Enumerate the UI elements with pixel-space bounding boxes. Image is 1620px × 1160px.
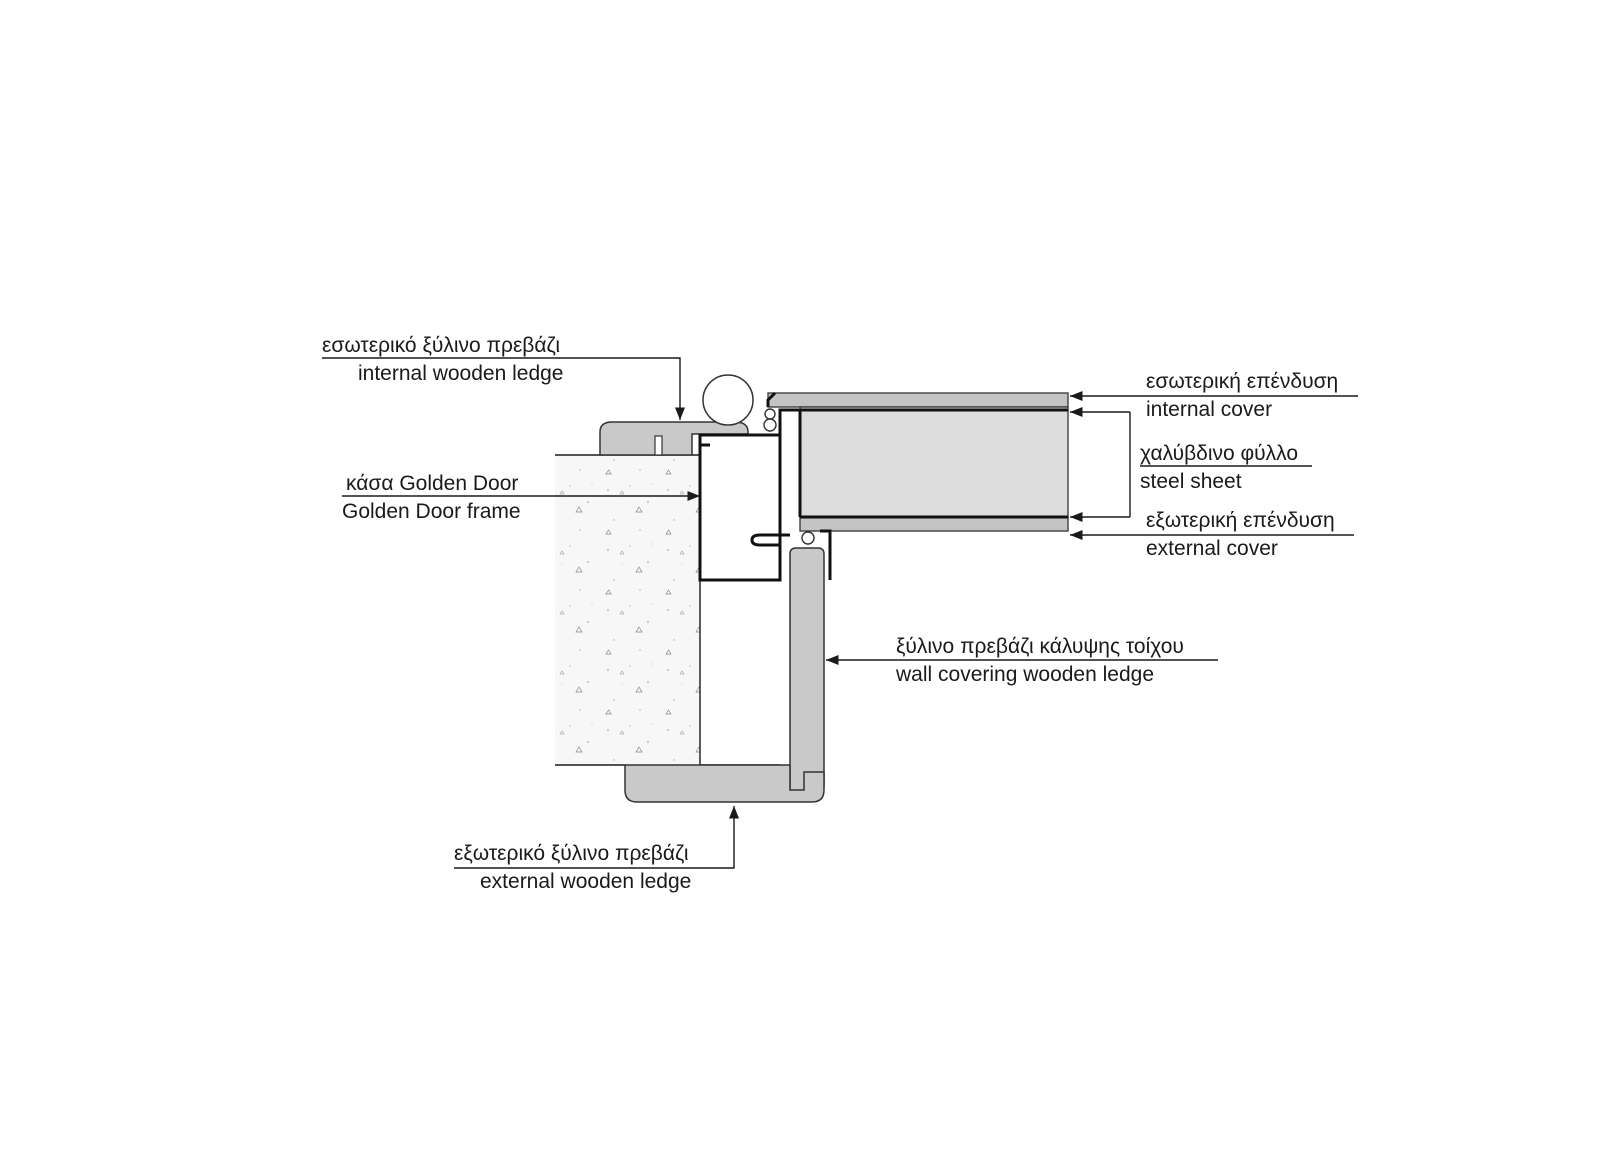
wall-covering-wooden-ledge <box>789 547 825 793</box>
internal-wooden-ledge <box>599 421 749 456</box>
door-leaf <box>766 391 1069 580</box>
internal-ledge-label-gr: εσωτερικό ξύλινο πρεβάζι <box>322 334 560 357</box>
annotation-internal-cover: εσωτερική επένδυση internal cover <box>1070 370 1358 421</box>
hinge-knuckle <box>702 374 754 426</box>
external-ledge-label-en: external wooden ledge <box>480 870 691 893</box>
annotation-external-cover: εξωτερική επένδυση external cover <box>1070 509 1354 560</box>
steel-sheet-label-gr: χαλύβδινο φύλλο <box>1140 442 1298 465</box>
concrete-wall <box>555 454 780 766</box>
internal-cover-label-en: internal cover <box>1146 398 1272 421</box>
external-cover-label-en: external cover <box>1146 537 1278 560</box>
external-ledge-label-gr: εξωτερικό ξύλινο πρεβάζι <box>454 842 689 865</box>
external-cover-label-gr: εξωτερική επένδυση <box>1146 509 1335 532</box>
internal-cover-label-gr: εσωτερική επένδυση <box>1146 370 1338 393</box>
wall-ledge-label-en: wall covering wooden ledge <box>895 663 1154 686</box>
internal-ledge-label-en: internal wooden ledge <box>358 362 564 385</box>
frame-label-gr: κάσα Golden Door <box>346 472 518 495</box>
external-wooden-ledge <box>624 764 825 803</box>
wall-ledge-label-gr: ξύλινο πρεβάζι κάλυψης τοίχου <box>896 635 1184 658</box>
annotation-external-wooden-ledge: εξωτερικό ξύλινο πρεβάζι external wooden… <box>454 806 740 893</box>
annotation-wall-covering-ledge: ξύλινο πρεβάζι κάλυψης τοίχου wall cover… <box>826 635 1218 686</box>
steel-sheet-label-en: steel sheet <box>1140 470 1242 493</box>
annotation-steel-sheet: χαλύβδινο φύλλο steel sheet <box>1070 406 1312 523</box>
annotation-internal-wooden-ledge: εσωτερικό ξύλινο πρεβάζι internal wooden… <box>322 334 686 420</box>
frame-label-en: Golden Door frame <box>342 500 521 523</box>
golden-door-frame <box>698 408 815 582</box>
annotation-golden-door-frame: κάσα Golden Door Golden Door frame <box>342 472 700 523</box>
